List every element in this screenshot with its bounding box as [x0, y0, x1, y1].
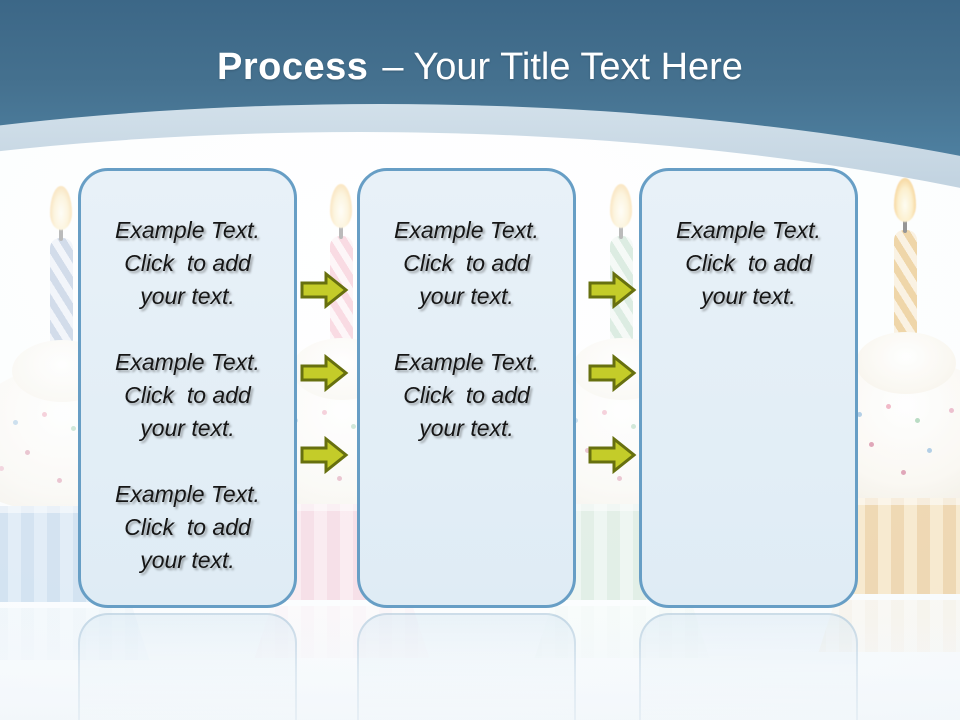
candle-wick-icon: [903, 219, 907, 233]
placeholder-line: your text.: [419, 283, 514, 309]
flame-icon: [610, 184, 632, 228]
placeholder-line: your text.: [701, 283, 796, 309]
placeholder-line: Example Text.: [394, 349, 539, 375]
process-box-1[interactable]: Example Text. Click to add your text. Ex…: [78, 168, 297, 608]
flame-icon: [330, 184, 352, 228]
placeholder-line: your text.: [140, 547, 235, 573]
placeholder-line: Click to add: [124, 514, 251, 540]
placeholder-line: Click to add: [124, 382, 251, 408]
candle-wick-icon: [339, 225, 343, 239]
flame-icon: [50, 186, 72, 230]
process-box-2[interactable]: Example Text. Click to add your text. Ex…: [357, 168, 576, 608]
title-keyword: Process: [217, 46, 369, 88]
placeholder-line: your text.: [419, 415, 514, 441]
flame-icon: [894, 178, 916, 222]
slide-title[interactable]: Process – Your Title Text Here: [0, 46, 960, 89]
title-text: – Your Title Text Here: [382, 46, 743, 88]
placeholder-line: Click to add: [403, 382, 530, 408]
placeholder-line: Example Text.: [676, 217, 821, 243]
candle-wick-icon: [59, 227, 63, 241]
box-reflection: [78, 613, 297, 720]
arrow-right-icon: [300, 271, 349, 309]
placeholder-line: your text.: [140, 283, 235, 309]
candle-wick-icon: [619, 225, 623, 239]
placeholder-line: Click to add: [403, 250, 530, 276]
arrow-right-icon: [300, 354, 349, 392]
placeholder-line: Example Text.: [394, 217, 539, 243]
arrow-right-icon: [588, 436, 637, 474]
placeholder-line: Example Text.: [115, 217, 260, 243]
placeholder-line: Click to add: [685, 250, 812, 276]
text-placeholder[interactable]: Example Text. Click to add your text.: [373, 214, 560, 313]
placeholder-line: your text.: [140, 415, 235, 441]
text-placeholder[interactable]: Example Text. Click to add your text.: [655, 214, 842, 313]
arrow-right-icon: [588, 354, 637, 392]
text-placeholder[interactable]: Example Text. Click to add your text.: [373, 346, 560, 445]
arrow-right-icon: [300, 436, 349, 474]
box-reflection: [639, 613, 858, 720]
process-box-3[interactable]: Example Text. Click to add your text.: [639, 168, 858, 608]
placeholder-line: Example Text.: [115, 481, 260, 507]
arrow-right-icon: [588, 271, 637, 309]
box-reflection: [357, 613, 576, 720]
text-placeholder[interactable]: Example Text. Click to add your text.: [94, 346, 281, 445]
text-placeholder[interactable]: Example Text. Click to add your text.: [94, 478, 281, 577]
placeholder-line: Example Text.: [115, 349, 260, 375]
placeholder-line: Click to add: [124, 250, 251, 276]
text-placeholder[interactable]: Example Text. Click to add your text.: [94, 214, 281, 313]
